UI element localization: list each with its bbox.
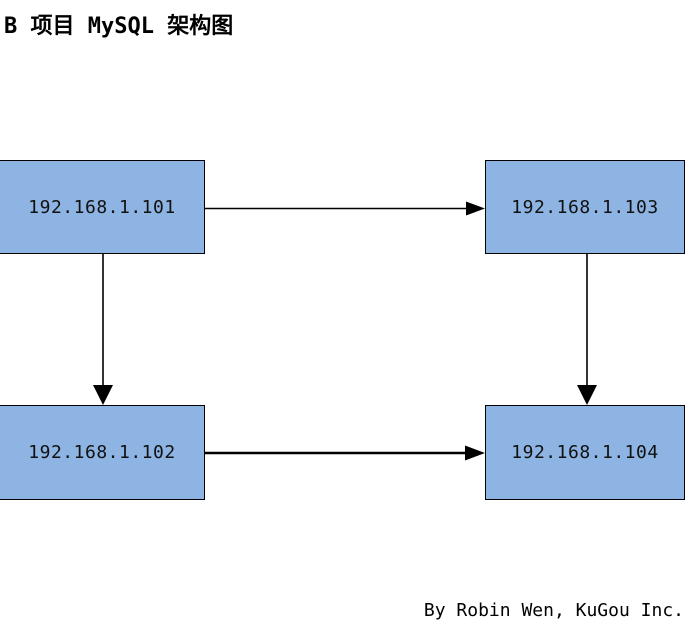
node-192-168-1-103: 192.168.1.103: [485, 160, 685, 254]
credit-text: By Robin Wen, KuGou Inc.: [423, 600, 684, 621]
arrow-101-to-102-icon: [93, 254, 113, 405]
arrow-102-to-104-icon: [205, 445, 485, 461]
node-label: 192.168.1.102: [28, 442, 176, 463]
node-label: 192.168.1.101: [28, 196, 176, 218]
arrow-101-to-103-icon: [205, 201, 485, 216]
arrow-103-to-104-icon: [577, 254, 597, 405]
node-label: 192.168.1.104: [511, 442, 659, 463]
diagram-title: B 项目 MySQL 架构图: [4, 14, 234, 39]
node-label: 192.168.1.103: [511, 196, 659, 218]
node-192-168-1-102: 192.168.1.102: [0, 405, 205, 500]
node-192-168-1-104: 192.168.1.104: [485, 405, 685, 500]
node-192-168-1-101: 192.168.1.101: [0, 160, 205, 254]
